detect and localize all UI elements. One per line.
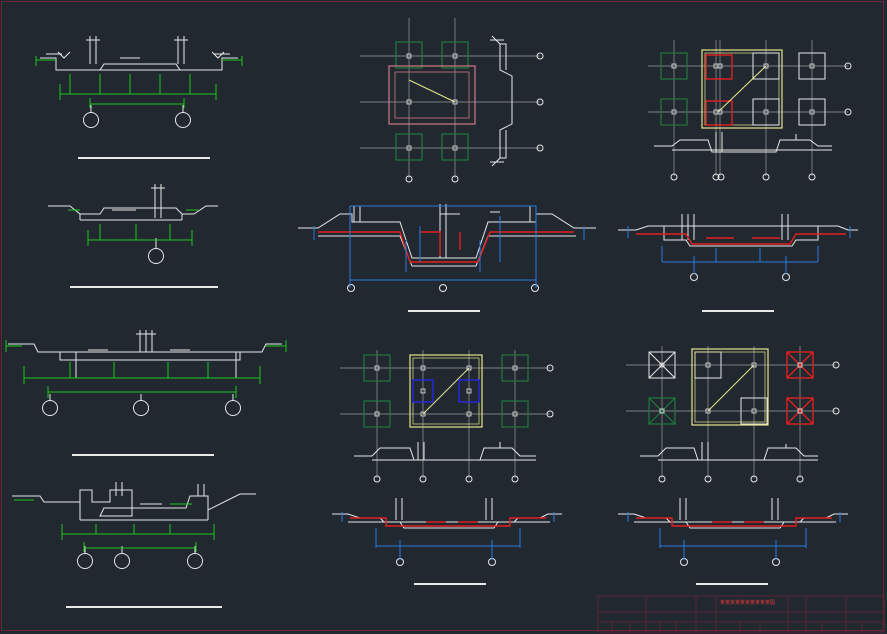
section-detail-5 [298, 204, 596, 312]
title-block: 某某某某某某某某某某图 [597, 595, 885, 633]
section-detail-1 [35, 36, 243, 159]
foundation-plan-b [340, 350, 554, 483]
section-detail-3 [5, 330, 287, 456]
section-detail-6 [332, 498, 562, 585]
section-detail-8 [618, 498, 848, 585]
foundation-plan-a [360, 18, 544, 183]
title-block-title: 某某某某某某某某某某图 [720, 600, 775, 606]
section-detail-7 [618, 214, 858, 312]
section-detail-4 [12, 482, 256, 608]
foundation-plan-d [626, 346, 840, 483]
foundation-plan-c [648, 40, 852, 181]
section-detail-2 [48, 184, 218, 288]
